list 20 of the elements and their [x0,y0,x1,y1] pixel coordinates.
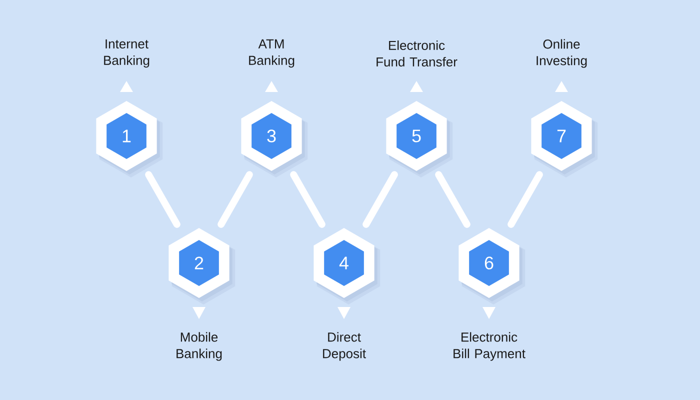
connector-line [508,171,543,228]
hexagon-node: 7 [531,101,598,178]
hexagon-node: 3 [241,101,308,178]
connector-line [290,171,326,228]
hexagon-node: 4 [314,228,380,304]
item-label: Mobile Banking [176,332,222,361]
item-label: Electronic Fund Transfer [376,40,458,67]
connector-line [145,171,180,228]
connector-line [362,171,398,228]
item-label: Internet Banking [104,39,150,68]
item-label: Direct Deposit [323,332,366,361]
item-label: Electronic Bill Payment [454,332,526,361]
connector-line [218,171,253,228]
connector-line [435,171,470,228]
hexagon-node: 6 [458,228,526,304]
hexagon-node: 5 [386,101,453,178]
hexagon-node: 2 [168,228,236,304]
item-label: Online Investing [536,39,587,68]
item-label: ATM Banking [249,39,294,68]
hexagon-node: 1 [96,101,163,178]
